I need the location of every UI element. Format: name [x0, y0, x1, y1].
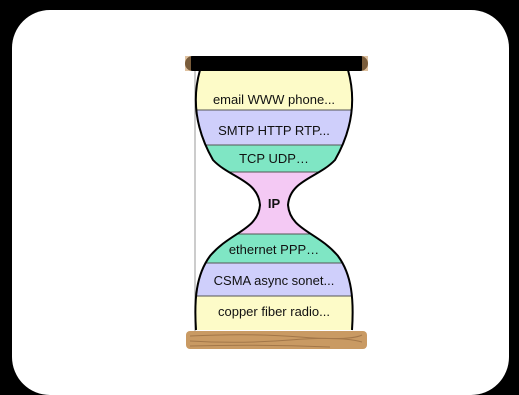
layer-label-network: IP	[268, 196, 281, 211]
hourglass-outline	[194, 69, 354, 331]
band-application	[195, 70, 353, 110]
hourglass-top-cap	[185, 56, 368, 71]
hourglass-bottom-base	[186, 331, 367, 349]
layer-label-session: SMTP HTTP RTP...	[218, 123, 330, 138]
layer-label-application: email WWW phone...	[213, 92, 335, 107]
band-physical	[195, 296, 353, 330]
layer-label-link: ethernet PPP…	[229, 242, 319, 257]
layer-label-transport: TCP UDP…	[239, 151, 309, 166]
layer-label-physical: copper fiber radio...	[218, 304, 330, 319]
layer-label-mac: CSMA async sonet...	[214, 273, 335, 288]
band-session	[195, 110, 353, 145]
band-mac	[195, 263, 353, 296]
